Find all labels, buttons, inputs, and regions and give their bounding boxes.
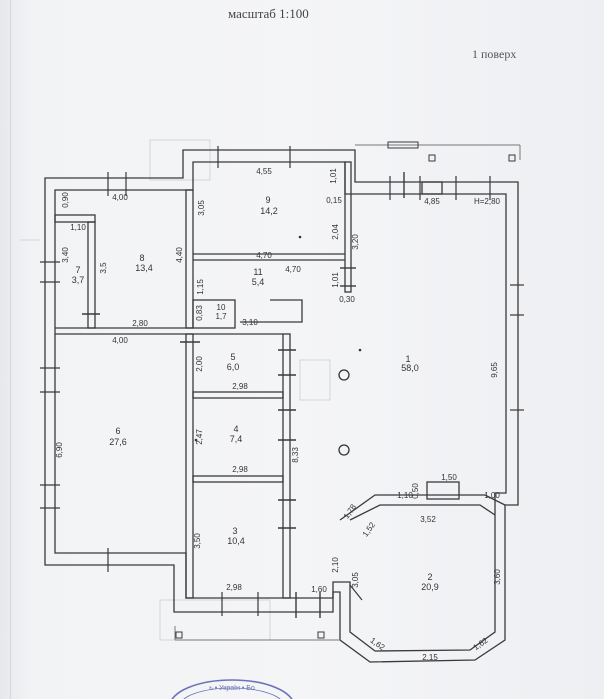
room-5-area: 6,0 xyxy=(227,362,240,372)
dim-3-20: 3,20 xyxy=(351,234,360,250)
dim-6-90: 6,90 xyxy=(55,442,64,458)
dim-0-15: 0,15 xyxy=(326,196,342,205)
column-markers xyxy=(338,369,350,456)
terrace-outline xyxy=(174,144,521,641)
room-10-number: 10 xyxy=(217,303,226,312)
room-2-area: 20,9 xyxy=(421,582,439,592)
dim-2-47: 2,47 xyxy=(195,429,204,445)
dim-8-33: 8,33 xyxy=(291,447,300,463)
dim-2-80: 2,80 xyxy=(132,319,148,328)
room-7-area: 3,7 xyxy=(72,275,85,285)
room-2-number: 2 xyxy=(427,572,432,582)
dim-2-98-room5: 2,98 xyxy=(232,382,248,391)
room-3-area: 10,4 xyxy=(227,536,245,546)
official-stamp: ь • Україн • Бо xyxy=(171,679,293,699)
room-8-number: 8 xyxy=(139,253,144,263)
outer-walls xyxy=(44,149,519,663)
dim-3-05-bay: 3,05 xyxy=(351,572,360,588)
stamp-text: ь • Україн • Бо xyxy=(209,685,255,692)
dim-2-10: 2,10 xyxy=(331,557,340,573)
dim-3-05: 3,05 xyxy=(197,200,206,216)
room-3-number: 3 xyxy=(232,526,237,536)
room-4-area: 7,4 xyxy=(230,434,243,444)
room-11-number: 11 xyxy=(253,267,262,277)
interior-walls xyxy=(54,161,506,599)
dim-3-5: 3,5 xyxy=(99,262,108,274)
dim-4-55: 4,55 xyxy=(256,167,272,176)
dim-3-40: 3,40 xyxy=(61,247,70,263)
dim-4-85: 4,85 xyxy=(424,197,440,206)
dim-3-10: 3,10 xyxy=(242,318,258,327)
dim-4-70-upper: 4,70 xyxy=(256,251,272,260)
dim-1-52: 1,52 xyxy=(361,520,378,538)
dim-1-60: 1,60 xyxy=(311,585,327,594)
room-9-area: 14,2 xyxy=(260,206,278,216)
dim-1-01-lower: 1,01 xyxy=(331,272,340,288)
room-6-number: 6 xyxy=(115,426,120,436)
door-marks xyxy=(82,172,405,618)
dimension-labels: 4,55 1,01 3,05 0,15 2,04 4,85 H=2,80 0,9… xyxy=(55,167,502,662)
room-labels: 1 58,0 2 20,9 3 10,4 4 7,4 5 6,0 6 27,6 … xyxy=(72,195,439,592)
dim-1-78: 1,78 xyxy=(342,502,359,520)
dim-1-62-left: 1,62 xyxy=(368,636,386,653)
dim-2-98-room4: 2,98 xyxy=(232,465,248,474)
height-2-80: H=2,80 xyxy=(474,197,501,206)
room-7-number: 7 xyxy=(75,265,80,275)
dim-0-30: 0,30 xyxy=(339,295,355,304)
page-fold-line xyxy=(10,0,11,699)
dim-1-10-bay: 1,10 xyxy=(397,491,413,500)
dim-1-50: 1,50 xyxy=(441,473,457,482)
floor-label: 1 поверх xyxy=(472,47,517,61)
dim-2-04: 2,04 xyxy=(331,224,340,240)
scale-label: масштаб 1:100 xyxy=(228,6,309,21)
room-6-area: 27,6 xyxy=(109,437,127,447)
room-5-number: 5 xyxy=(230,352,235,362)
dim-0-83: 0,83 xyxy=(195,305,204,321)
dim-2-98-room3: 2,98 xyxy=(226,583,242,592)
center-dots xyxy=(194,235,362,442)
dim-0-50: 0,50 xyxy=(411,483,420,499)
dim-3-50: 3,50 xyxy=(193,533,202,549)
dim-1-15: 1,15 xyxy=(196,279,205,295)
dim-1-10: 1,10 xyxy=(70,223,86,232)
dim-4-40: 4,40 xyxy=(175,247,184,263)
dim-0-90: 0,90 xyxy=(61,192,70,208)
room-1-number: 1 xyxy=(405,354,410,364)
dim-1-01: 1,01 xyxy=(329,168,338,184)
dim-4-00-mid: 4,00 xyxy=(112,336,128,345)
room-4-number: 4 xyxy=(233,424,238,434)
dim-3-60: 3,60 xyxy=(493,569,502,585)
room-1-area: 58,0 xyxy=(401,363,419,373)
room-10-area: 1,7 xyxy=(215,312,227,321)
dim-1-00: 1,00 xyxy=(484,491,500,500)
dim-9-65: 9,65 xyxy=(490,362,499,378)
dim-4-70-lower: 4,70 xyxy=(285,265,301,274)
dim-2-00: 2,00 xyxy=(195,356,204,372)
entrance-posts xyxy=(175,141,516,639)
dim-2-15: 2,15 xyxy=(422,653,438,662)
dim-3-52: 3,52 xyxy=(420,515,436,524)
window-marks xyxy=(40,146,524,616)
dim-4-00-top: 4,00 xyxy=(112,193,128,202)
room-9-number: 9 xyxy=(265,195,270,205)
room-8-area: 13,4 xyxy=(135,263,153,273)
room-11-area: 5,4 xyxy=(252,277,265,287)
